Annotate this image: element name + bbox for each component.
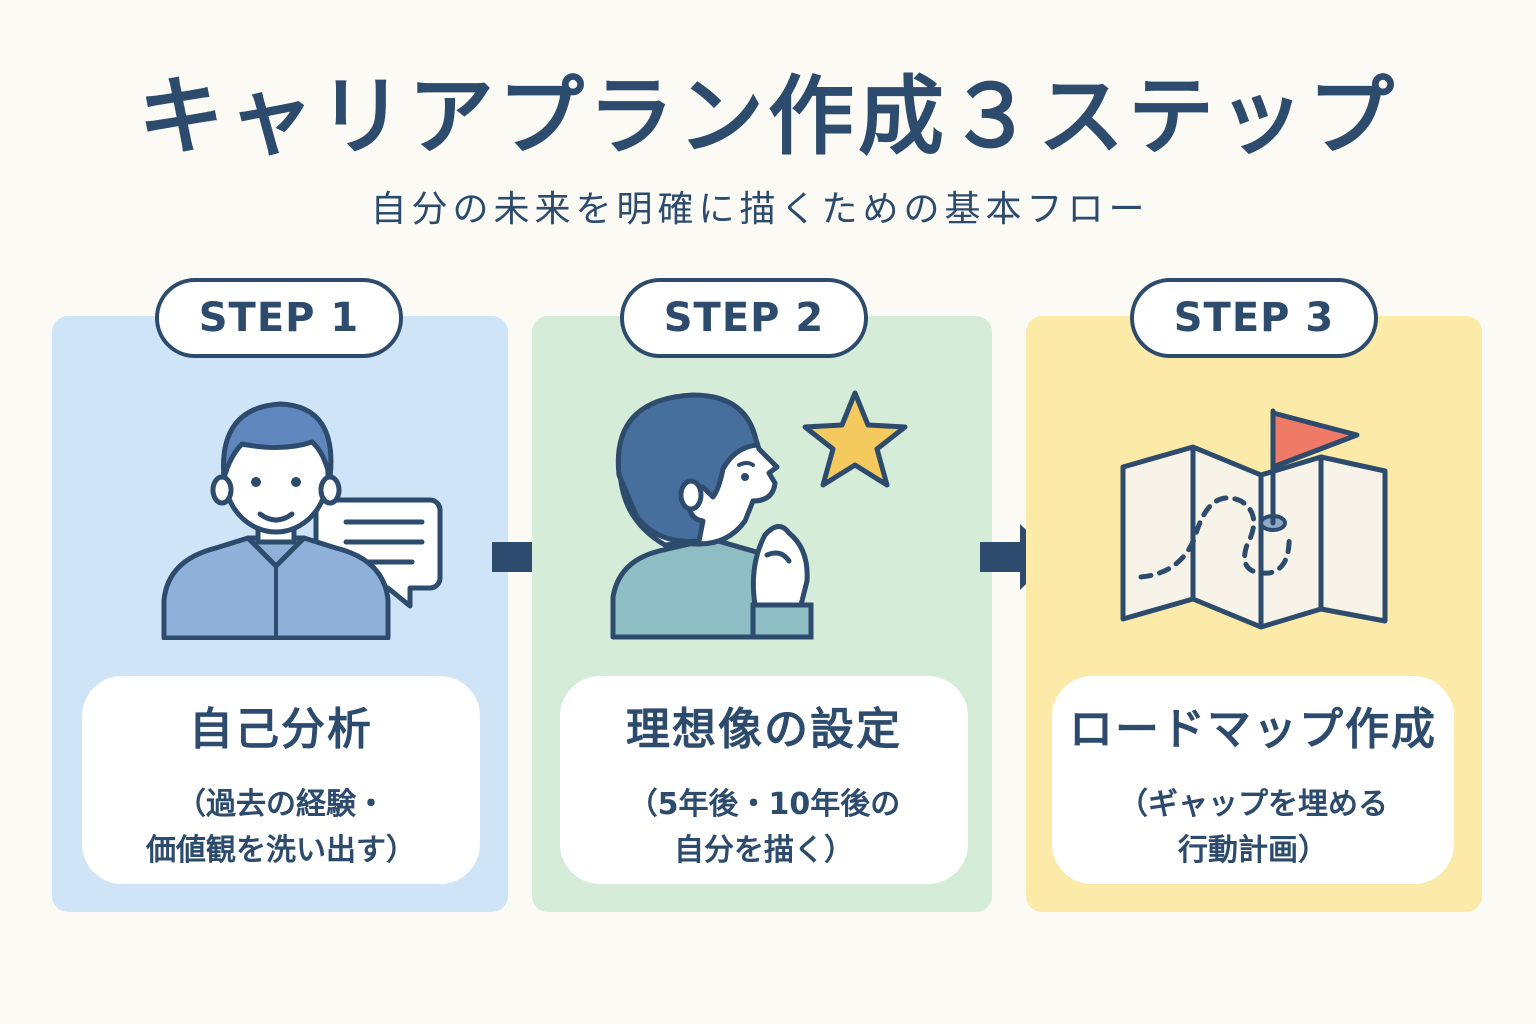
- step-3-badge: STEP 3: [1130, 278, 1378, 358]
- step-3-description: （ギャップを埋める 行動計画）: [1118, 787, 1388, 868]
- flag-icon: [1259, 408, 1360, 532]
- person-speech-bubble-icon: [161, 401, 443, 640]
- star-icon: [802, 390, 908, 488]
- page-subtitle: 自分の未来を明確に描くための基本フロー: [370, 189, 1150, 230]
- step-2-label: 理想像の設定: [626, 704, 902, 755]
- step-1-badge: STEP 1: [155, 278, 403, 358]
- step-2-badge: STEP 2: [620, 278, 868, 358]
- step-2-label-box: 理想像の設定 （5年後・10年後の 自分を描く）: [560, 676, 968, 884]
- step-2-description: （5年後・10年後の 自分を描く）: [627, 787, 901, 868]
- step-3-label-box: ロードマップ作成 （ギャップを埋める 行動計画）: [1052, 676, 1454, 884]
- step-1-label: 自己分析: [189, 704, 373, 755]
- step-3-label: ロードマップ作成: [1069, 704, 1437, 755]
- page-title: キャリアプラン作成３ステップ: [138, 67, 1398, 167]
- person-thinking-star-icon: [610, 390, 908, 640]
- step-1-description: （過去の経験・ 価値観を洗い出す）: [146, 787, 416, 868]
- step-1-label-box: 自己分析 （過去の経験・ 価値観を洗い出す）: [82, 676, 480, 884]
- map-flag-icon: [1120, 408, 1388, 630]
